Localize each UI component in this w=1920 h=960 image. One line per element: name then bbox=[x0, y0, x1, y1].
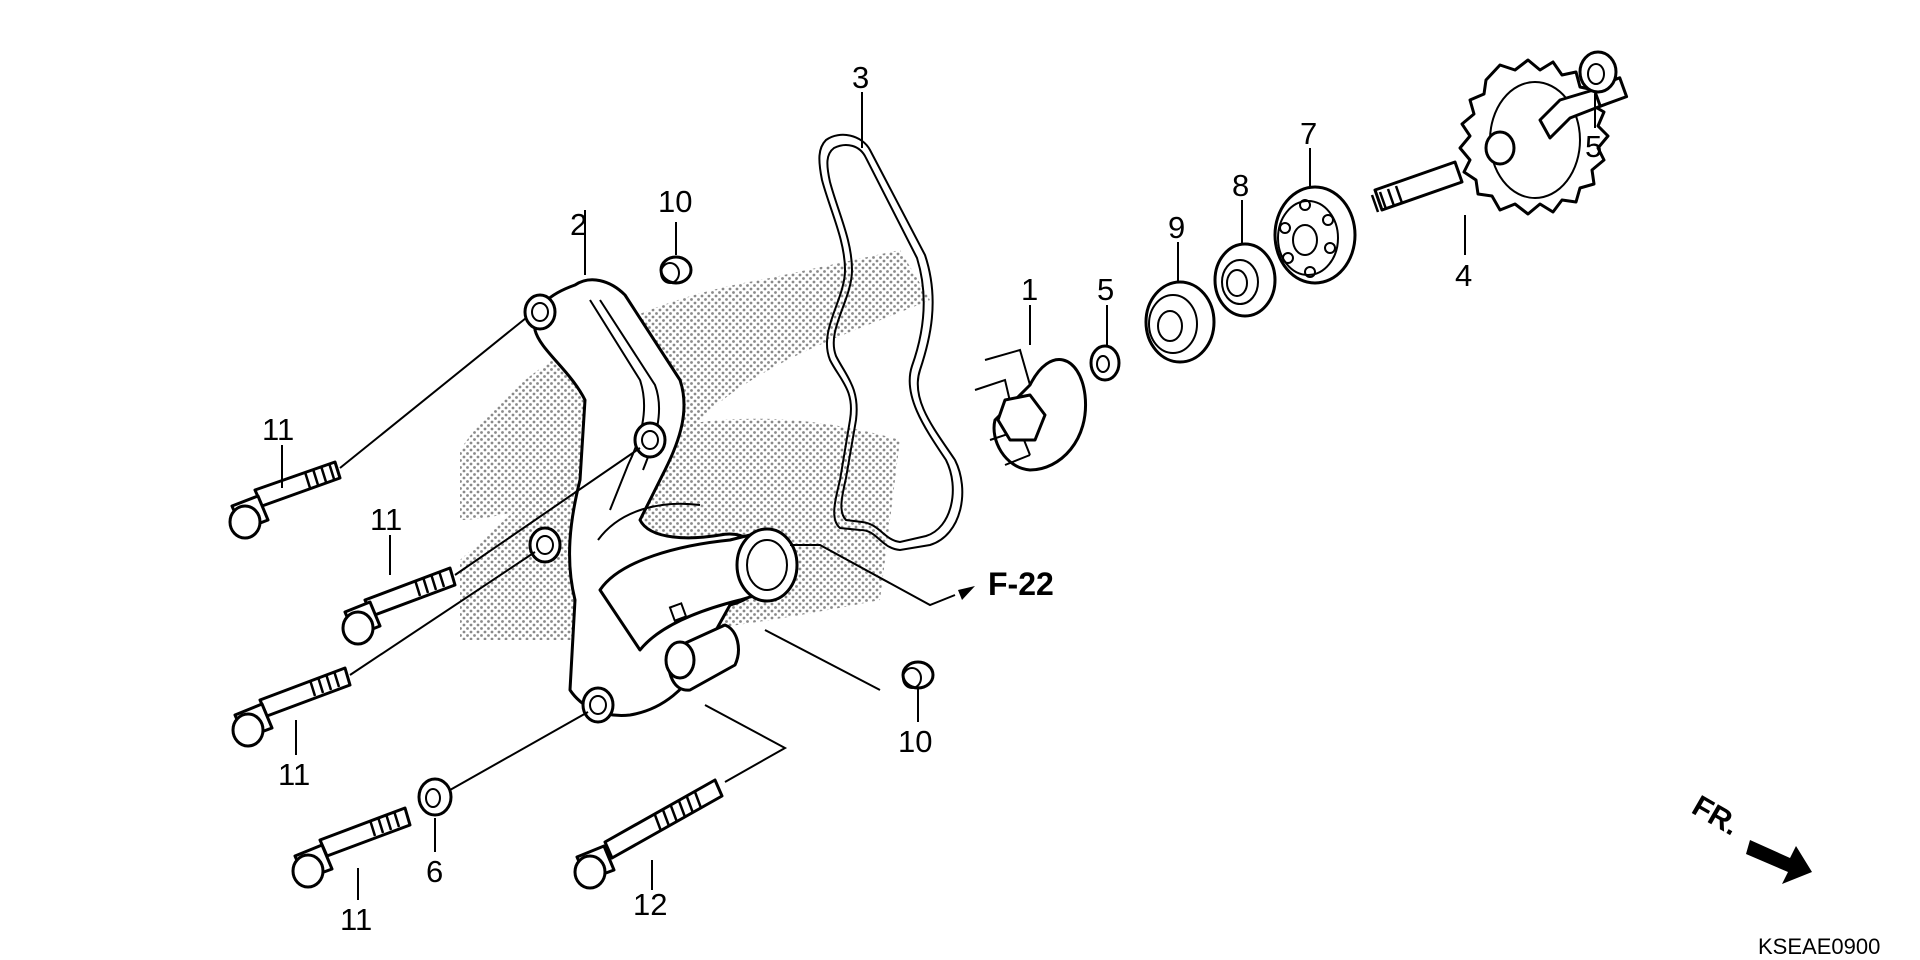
callout-7: 7 bbox=[1300, 116, 1317, 151]
front-direction-marker: FR. bbox=[1687, 789, 1812, 884]
sealing-washer-part bbox=[417, 777, 453, 817]
callout-11-b: 11 bbox=[370, 502, 402, 537]
impeller-part bbox=[974, 348, 1088, 472]
dowel-pin-lower bbox=[901, 660, 935, 690]
callout-5-right: 5 bbox=[1585, 129, 1602, 164]
callout-3: 3 bbox=[852, 60, 869, 95]
callout-9: 9 bbox=[1168, 210, 1185, 245]
front-label: FR. bbox=[1687, 789, 1745, 842]
bolt-part-1 bbox=[228, 460, 342, 540]
callout-5-left: 5 bbox=[1097, 272, 1114, 307]
washer-part-right bbox=[1578, 50, 1618, 94]
washer-part-left bbox=[1089, 344, 1121, 382]
bearing-part bbox=[1273, 185, 1357, 285]
callout-2: 2 bbox=[570, 207, 587, 242]
callout-12: 12 bbox=[633, 887, 667, 922]
callout-11-d: 11 bbox=[340, 902, 372, 937]
pump-cover-part bbox=[523, 278, 799, 724]
oil-seal-part bbox=[1213, 242, 1277, 318]
leader-lines bbox=[281, 92, 1596, 900]
bolt-part-3 bbox=[231, 666, 352, 748]
dowel-pin-upper bbox=[659, 255, 693, 285]
bolt-part-12 bbox=[573, 778, 724, 890]
callout-1: 1 bbox=[1021, 272, 1038, 307]
callout-4: 4 bbox=[1455, 258, 1472, 293]
seal-part bbox=[1144, 280, 1216, 364]
front-arrow-icon bbox=[1746, 840, 1812, 884]
callout-8: 8 bbox=[1232, 168, 1249, 203]
diagram-code: KSEAE0900 bbox=[1758, 934, 1880, 959]
callout-11-c: 11 bbox=[278, 757, 310, 792]
reference-label: F-22 bbox=[988, 566, 1054, 602]
gasket-part bbox=[818, 133, 964, 552]
bolt-part-2 bbox=[341, 566, 457, 646]
callout-11-a: 11 bbox=[262, 412, 294, 447]
callout-6: 6 bbox=[426, 854, 443, 889]
callout-10-lower: 10 bbox=[898, 724, 932, 759]
pump-shaft-gear-part bbox=[1370, 58, 1629, 216]
bolt-part-4 bbox=[291, 806, 412, 889]
callout-10-upper: 10 bbox=[658, 184, 692, 219]
